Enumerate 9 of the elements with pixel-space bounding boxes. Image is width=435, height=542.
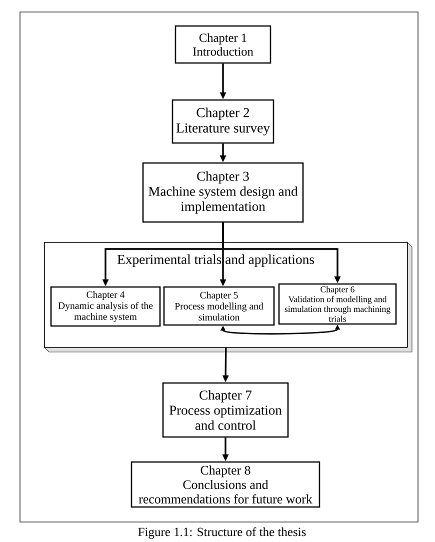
text-box: Chapter 1 Introduction [174, 25, 272, 64]
text-box: Chapter 4 Dynamic analysis of the machine system [50, 286, 161, 327]
text-box: Chapter 7 Process optimization and control [162, 382, 289, 438]
caption: Figure 1.1: Structure of the thesis [138, 527, 306, 539]
text-box: Chapter 6 Validation of modelling and simulation through machining trials [278, 283, 397, 325]
text-box: Chapter 2 Literature survey [172, 99, 274, 144]
text-box: Chapter 3 Machine system design and implementation [142, 162, 304, 223]
text-box: Chapter 5 Process modelling and simulation [163, 286, 275, 326]
text-box: Chapter 8 Conclusions and recommendations for future work [130, 461, 320, 508]
